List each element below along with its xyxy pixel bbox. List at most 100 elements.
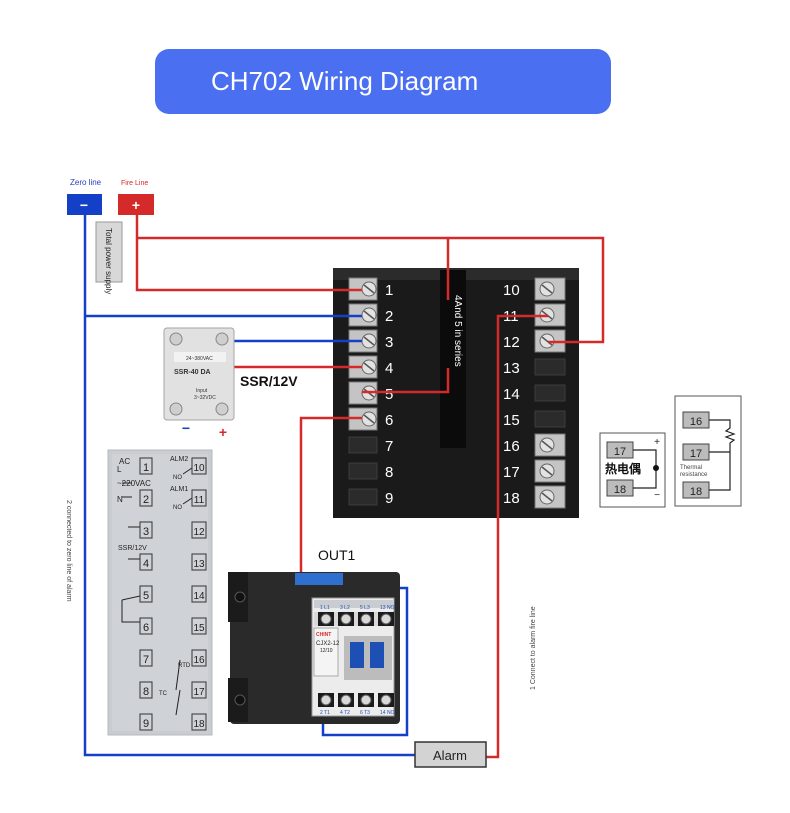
controller-terminal-16: 16 xyxy=(503,433,566,457)
contactor-bottom-screw-head xyxy=(380,694,392,706)
out1-label: OUT1 xyxy=(318,547,356,563)
contactor-top-term-label: 3 L2 xyxy=(340,605,350,611)
contactor-bottom-term-label: 6 T3 xyxy=(360,710,370,716)
thermocouple-t18: 18 xyxy=(614,484,626,496)
controller-terminal-label: 14 xyxy=(503,386,520,403)
controller-terminal-label: 9 xyxy=(385,490,393,507)
solid-state-relay: 24~380VAC SSR-40 DA Input 3~32VDC SSR/12… xyxy=(163,327,298,440)
contactor-bottom-screw-head xyxy=(340,694,352,706)
controller-terminal-11: 11 xyxy=(503,303,566,327)
ssr-minus: − xyxy=(182,420,190,436)
card-ssr: SSR/12V xyxy=(118,545,147,552)
fire-line-label: Fire Line xyxy=(121,180,148,187)
card-terminal-8: 8 xyxy=(139,681,153,699)
controller-terminal-14: 14 xyxy=(503,384,566,403)
contactor-top-screw-head xyxy=(380,613,392,625)
card-terminal-label: 11 xyxy=(194,495,205,506)
card-rtd: RTD xyxy=(178,663,191,669)
alarm-label: Alarm xyxy=(433,748,467,763)
controller-terminal-label: 1 xyxy=(385,282,393,299)
controller-terminal-label: 17 xyxy=(503,464,520,481)
thermocouple-panel: 17 18 热电偶 + − xyxy=(599,432,666,508)
contactor-bottom-screw-head xyxy=(360,694,372,706)
controller-terminal-4: 4 xyxy=(348,355,393,379)
page-title: CH702 Wiring Diagram xyxy=(211,66,479,96)
controller-terminal-label: 13 xyxy=(503,360,520,377)
contactor: OUT1 1 L1 3 L2 5 L3 13 NO 2 T1 4 T2 6 T3 14 NO… xyxy=(228,547,400,724)
ssr-rating: 24~380VAC xyxy=(186,356,213,362)
contactor-top-term-label: 13 NO xyxy=(380,605,395,611)
rtd-t16: 16 xyxy=(690,416,702,428)
card-voltage: ~220VAC xyxy=(117,479,151,488)
card-alm2: ALM2 xyxy=(170,456,188,463)
contactor-top-term-label: 5 L3 xyxy=(360,605,370,611)
card-terminal-label: 9 xyxy=(143,718,149,730)
card-terminal-13: 13 xyxy=(191,553,207,571)
controller-terminal-label: 3 xyxy=(385,334,393,351)
total-power-supply-label: Total power supply xyxy=(104,228,113,294)
rtd-t18: 18 xyxy=(690,486,702,498)
zero-alarm-note: 2 connected to zero line of alarm xyxy=(65,500,72,602)
card-terminal-label: 5 xyxy=(143,590,149,602)
card-terminal-10: 10 xyxy=(191,457,207,475)
controller-terminal-6: 6 xyxy=(348,407,393,431)
contactor-bottom-term-label: 2 T1 xyxy=(320,710,330,716)
ssr-input: Input xyxy=(196,388,208,394)
card-terminal-18: 18 xyxy=(191,713,207,731)
card-tc: TC xyxy=(159,691,168,697)
rtd-label-line1: Thermal xyxy=(680,465,702,471)
power-supply: Zero line Fire Line − + Total power supp… xyxy=(67,178,154,294)
thermocouple-label: 热电偶 xyxy=(605,461,641,476)
wiring-card: AC L ~220VAC N ALM2 NO ALM1 NO SSR/12V R… xyxy=(107,449,213,736)
zero-line-terminal xyxy=(67,194,102,215)
contactor-top-screw-head xyxy=(340,613,352,625)
controller-terminal-label: 18 xyxy=(503,490,520,507)
ssr-plus: + xyxy=(219,424,227,440)
contactor-bottom-term-label: 4 T2 xyxy=(340,710,350,716)
card-terminal-17: 17 xyxy=(191,681,207,699)
card-terminal-12: 12 xyxy=(191,521,207,539)
card-terminal-label: 6 xyxy=(143,622,149,634)
card-terminal-label: 15 xyxy=(193,623,205,634)
ssr-label: SSR/12V xyxy=(240,373,298,389)
card-terminal-label: 8 xyxy=(143,686,149,698)
card-alm1-no: NO xyxy=(173,505,182,511)
card-right-terminals: 10 11 12 13 14 15 16 17 18 xyxy=(191,457,207,731)
controller-terminal-label: 4 xyxy=(385,360,393,377)
contactor-brand: CHINT xyxy=(316,632,331,638)
controller-terminal-7: 7 xyxy=(348,436,393,455)
alarm-device: Alarm xyxy=(414,741,487,768)
card-terminal-15: 15 xyxy=(191,617,207,635)
contactor-top-screws: 1 L1 3 L2 5 L3 13 NO xyxy=(318,605,395,626)
card-terminal-label: 12 xyxy=(193,527,205,538)
card-terminal-label: 14 xyxy=(193,591,205,602)
card-terminal-1: 1 xyxy=(139,457,153,475)
controller-terminal-18: 18 xyxy=(503,485,566,509)
card-terminal-6: 6 xyxy=(139,617,153,635)
controller-terminal-9: 9 xyxy=(348,488,393,507)
contactor-top-term-label: 1 L1 xyxy=(320,605,330,611)
contactor-top-screw-head xyxy=(320,613,332,625)
contactor-bottom-term-label: 14 NO xyxy=(380,710,395,716)
total-power-supply-tag xyxy=(95,221,123,283)
card-terminal-label: 3 xyxy=(143,526,149,538)
card-terminal-label: 18 xyxy=(193,719,205,730)
card-terminal-label: 17 xyxy=(193,687,205,698)
card-terminal-2: 2 xyxy=(139,489,153,507)
contactor-bottom-screw-head xyxy=(320,694,332,706)
contactor-bottom-screws: 2 T1 4 T2 6 T3 14 NO xyxy=(318,693,395,716)
controller-terminal-label: 15 xyxy=(503,412,520,429)
fire-line-terminal xyxy=(118,194,154,215)
contactor-model: CJX2-12 xyxy=(316,641,340,647)
card-l: L xyxy=(117,465,122,474)
card-terminal-label: 4 xyxy=(143,558,149,570)
card-terminal-label: 16 xyxy=(193,655,205,666)
thermocouple-plus: + xyxy=(654,437,660,448)
controller-terminal-label: 2 xyxy=(385,308,393,325)
series-note: 4And 5 in series xyxy=(452,295,463,367)
card-ac: AC xyxy=(119,457,130,466)
card-terminal-label: 13 xyxy=(193,559,205,570)
zero-line-symbol: − xyxy=(80,197,88,213)
